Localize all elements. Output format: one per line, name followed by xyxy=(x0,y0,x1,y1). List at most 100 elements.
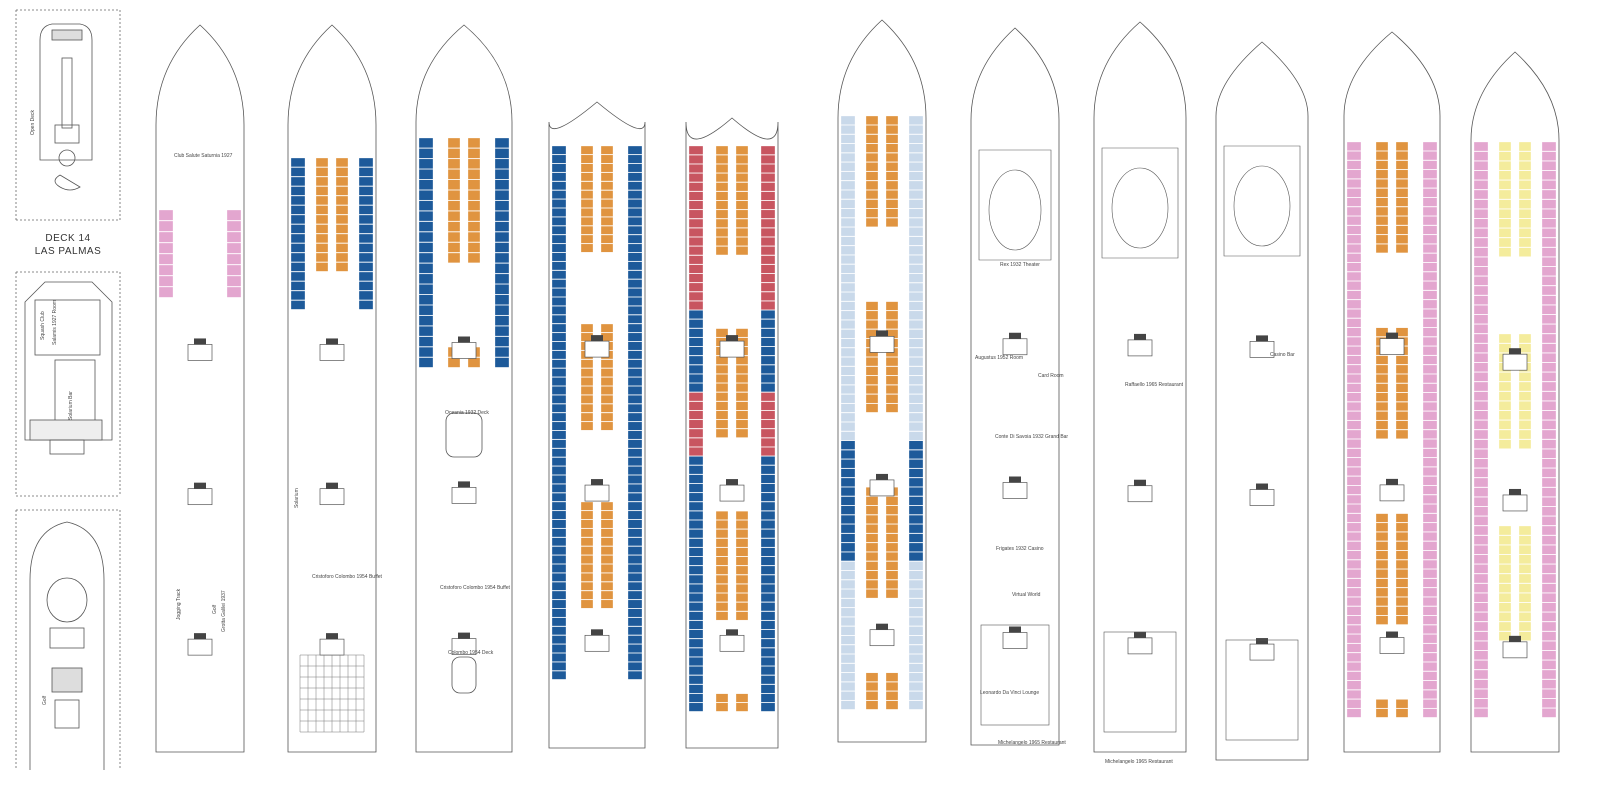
cabin-starboard[interactable] xyxy=(1422,151,1438,161)
cabin-port[interactable] xyxy=(1473,410,1489,420)
cabin-port[interactable] xyxy=(688,675,704,685)
cabin-port[interactable] xyxy=(1346,569,1362,579)
cabin-starboard[interactable] xyxy=(908,227,924,237)
cabin-port[interactable] xyxy=(688,209,704,219)
cabin-inner[interactable] xyxy=(865,691,879,701)
cabin-inner[interactable] xyxy=(1518,391,1532,401)
cabin-starboard[interactable] xyxy=(627,581,643,591)
cabin-inner[interactable] xyxy=(735,565,749,575)
cabin-port[interactable] xyxy=(551,297,567,306)
cabin-port[interactable] xyxy=(840,598,856,608)
cabin-inner[interactable] xyxy=(1375,225,1389,235)
cabin-inner[interactable] xyxy=(1375,327,1389,337)
cabin-port[interactable] xyxy=(1346,671,1362,681)
cabin-starboard[interactable] xyxy=(1541,257,1557,267)
cabin-starboard[interactable] xyxy=(1422,355,1438,365)
cabin-inner[interactable] xyxy=(1518,381,1532,392)
cabin-starboard[interactable] xyxy=(358,290,374,301)
cabin-starboard[interactable] xyxy=(1422,457,1438,467)
cabin-inner[interactable] xyxy=(865,115,879,125)
cabin-inner[interactable] xyxy=(735,702,749,712)
cabin-port[interactable] xyxy=(1346,522,1362,532)
cabin-starboard[interactable] xyxy=(627,172,643,182)
cabin-inner[interactable] xyxy=(1518,343,1532,353)
cabin-starboard[interactable] xyxy=(908,635,924,645)
cabin-starboard[interactable] xyxy=(760,620,776,630)
cabin-port[interactable] xyxy=(840,542,856,552)
cabin-port[interactable] xyxy=(1346,457,1362,467)
cabin-starboard[interactable] xyxy=(1422,364,1438,374)
cabin-port[interactable] xyxy=(840,672,856,682)
cabin-inner[interactable] xyxy=(885,561,899,571)
cabin-starboard[interactable] xyxy=(1422,504,1438,514)
cabin-starboard[interactable] xyxy=(1541,439,1557,449)
cabin-inner[interactable] xyxy=(865,375,879,385)
cabin-port[interactable] xyxy=(840,626,856,636)
cabin-starboard[interactable] xyxy=(627,421,643,431)
cabin-inner[interactable] xyxy=(1375,216,1389,226)
cabin-port[interactable] xyxy=(290,195,306,206)
cabin-inner[interactable] xyxy=(885,700,899,710)
cabin-inner[interactable] xyxy=(885,152,899,162)
cabin-inner[interactable] xyxy=(1395,383,1409,393)
cabin-starboard[interactable] xyxy=(760,428,776,438)
cabin-port[interactable] xyxy=(418,158,434,169)
cabin-port[interactable] xyxy=(1346,262,1362,272)
cabin-inner[interactable] xyxy=(1518,401,1532,411)
cabin-inner[interactable] xyxy=(467,148,481,159)
cabin-starboard[interactable] xyxy=(1422,513,1438,523)
cabin-starboard[interactable] xyxy=(908,143,924,153)
cabin-port[interactable] xyxy=(688,392,704,402)
cabin-port[interactable] xyxy=(1473,689,1489,699)
cabin-inner[interactable] xyxy=(1518,372,1532,382)
cabin-starboard[interactable] xyxy=(760,164,776,173)
cabin-starboard[interactable] xyxy=(1422,216,1438,226)
cabin-inner[interactable] xyxy=(600,217,614,226)
cabin-port[interactable] xyxy=(1346,244,1362,254)
cabin-port[interactable] xyxy=(688,693,704,703)
cabin-starboard[interactable] xyxy=(760,684,776,694)
cabin-inner[interactable] xyxy=(1518,247,1532,257)
cabin-starboard[interactable] xyxy=(226,264,242,276)
cabin-inner[interactable] xyxy=(1395,522,1409,532)
cabin-inner[interactable] xyxy=(335,205,349,215)
cabin-inner[interactable] xyxy=(1395,559,1409,569)
cabin-starboard[interactable] xyxy=(760,337,776,347)
cabin-starboard[interactable] xyxy=(760,565,776,575)
cabin-port[interactable] xyxy=(1473,362,1489,372)
cabin-starboard[interactable] xyxy=(627,644,643,653)
cabin-port[interactable] xyxy=(1473,516,1489,526)
cabin-starboard[interactable] xyxy=(760,584,776,593)
cabin-port[interactable] xyxy=(1346,550,1362,560)
cabin-inner[interactable] xyxy=(447,148,461,159)
cabin-starboard[interactable] xyxy=(1422,689,1438,699)
cabin-inner[interactable] xyxy=(735,218,749,228)
cabin-port[interactable] xyxy=(1473,189,1489,200)
cabin-inner[interactable] xyxy=(1518,161,1532,171)
cabin-starboard[interactable] xyxy=(226,231,242,243)
cabin-port[interactable] xyxy=(1473,554,1489,564)
cabin-inner[interactable] xyxy=(600,501,614,511)
cabin-inner[interactable] xyxy=(865,366,879,376)
cabin-starboard[interactable] xyxy=(760,355,776,365)
cabin-starboard[interactable] xyxy=(908,134,924,144)
cabin-port[interactable] xyxy=(1473,641,1489,651)
cabin-inner[interactable] xyxy=(1375,699,1389,709)
cabin-inner[interactable] xyxy=(865,217,879,227)
cabin-inner[interactable] xyxy=(580,412,594,422)
cabin-inner[interactable] xyxy=(1395,541,1409,551)
cabin-starboard[interactable] xyxy=(908,561,924,571)
cabin-inner[interactable] xyxy=(1518,439,1532,449)
cabin-starboard[interactable] xyxy=(627,448,643,458)
cabin-starboard[interactable] xyxy=(1541,362,1557,372)
cabin-starboard[interactable] xyxy=(627,528,643,538)
cabin-inner[interactable] xyxy=(1518,333,1532,344)
cabin-port[interactable] xyxy=(551,421,567,431)
cabin-inner[interactable] xyxy=(600,243,614,253)
cabin-inner[interactable] xyxy=(1498,391,1512,401)
cabin-starboard[interactable] xyxy=(494,200,510,211)
cabin-port[interactable] xyxy=(1346,439,1362,449)
cabin-starboard[interactable] xyxy=(358,271,374,282)
cabin-port[interactable] xyxy=(1346,336,1362,346)
cabin-inner[interactable] xyxy=(885,301,899,311)
